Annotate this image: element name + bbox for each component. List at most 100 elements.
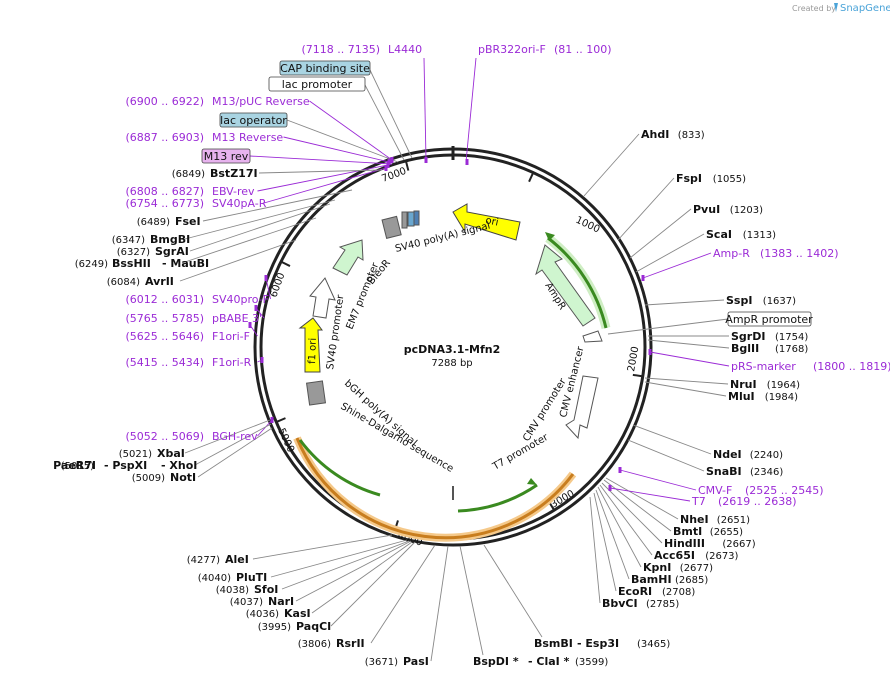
feature-box[interactable] bbox=[201, 148, 251, 164]
leader-line bbox=[593, 492, 617, 592]
site-name: BamHI bbox=[631, 573, 672, 586]
primer-marker bbox=[424, 157, 428, 163]
leader-line bbox=[629, 208, 692, 259]
primer-name: M13 Reverse bbox=[212, 131, 283, 144]
site-name: XbaI bbox=[157, 447, 185, 460]
site-name: FseI bbox=[175, 215, 201, 228]
primer-name: T7 bbox=[691, 495, 706, 508]
ampr-promoter-feature[interactable] bbox=[582, 330, 603, 343]
site-name: NruI bbox=[730, 378, 757, 391]
primer-coord: (1800 .. 1819) bbox=[813, 360, 890, 373]
primer-marker bbox=[648, 349, 652, 355]
site-name: BsmBI bbox=[534, 637, 573, 650]
leader-line bbox=[364, 84, 405, 161]
leader-line bbox=[257, 164, 389, 192]
site-coord: (1203) bbox=[730, 205, 763, 216]
primer-name: SV40pro-F bbox=[212, 293, 269, 306]
site-name: SfoI bbox=[254, 583, 278, 596]
site-coord: (2708) bbox=[662, 587, 695, 598]
inner-green-arrow-head bbox=[527, 478, 537, 485]
site-name: AhdI bbox=[641, 128, 669, 141]
sv40-polya-feature[interactable] bbox=[381, 215, 402, 240]
leader-line bbox=[295, 540, 412, 602]
leader-line bbox=[309, 100, 393, 161]
leader-line bbox=[258, 169, 383, 174]
f1-ori-feature[interactable] bbox=[298, 317, 323, 373]
leader-line bbox=[184, 199, 336, 240]
ampr-promoter-box[interactable] bbox=[727, 311, 812, 327]
primer-coord: (6012 .. 6031) bbox=[125, 293, 204, 306]
feature-box[interactable] bbox=[219, 112, 288, 128]
site-name: PaeR7I bbox=[53, 459, 96, 472]
ori-label: ori bbox=[484, 215, 499, 228]
tick-label: 2000 bbox=[626, 346, 641, 373]
credit-text: Created by bbox=[792, 4, 836, 13]
site-name: NheI bbox=[680, 513, 709, 526]
site-coord: (6347) bbox=[112, 235, 145, 246]
leader-line bbox=[369, 69, 413, 159]
primer-marker bbox=[465, 159, 469, 165]
primer-coord: (2525 .. 2545) bbox=[745, 484, 824, 497]
primer-name: SV40pA-R bbox=[212, 197, 267, 210]
ori-feature[interactable] bbox=[452, 203, 521, 241]
sv40-promoter-feature[interactable] bbox=[309, 277, 336, 319]
site-name: AleI bbox=[225, 553, 249, 566]
primer-coord: (1383 .. 1402) bbox=[760, 247, 839, 260]
leader-line bbox=[583, 133, 640, 197]
leader-line bbox=[601, 482, 663, 544]
site-coord: (1984) bbox=[765, 392, 798, 403]
primer-coord: (2619 .. 2638) bbox=[718, 495, 797, 508]
site-coord: (3465) bbox=[637, 639, 670, 650]
primer-marker bbox=[248, 322, 252, 328]
feature-box[interactable] bbox=[279, 60, 371, 76]
site-name: BglII bbox=[731, 342, 759, 355]
primer-name: M13/pUC Reverse bbox=[212, 95, 310, 108]
primer-name: pBR322ori-F bbox=[478, 43, 546, 56]
leader-line bbox=[283, 136, 390, 163]
ampr-promoter-box-label: AmpR promoter bbox=[725, 313, 813, 326]
leader-line bbox=[619, 469, 697, 491]
primer-marker bbox=[386, 162, 390, 168]
site-coord: (5021) bbox=[119, 449, 152, 460]
cmv-enhancer-feature[interactable] bbox=[565, 375, 599, 440]
site-name: ScaI bbox=[706, 228, 732, 241]
snapgene-logo: SnapGene bbox=[834, 3, 890, 14]
primer-coord: (5052 .. 5069) bbox=[125, 430, 204, 443]
ampr-feature[interactable] bbox=[535, 244, 596, 327]
bgh-polya-feature[interactable] bbox=[305, 380, 327, 406]
leader-line bbox=[189, 203, 331, 252]
leader-line bbox=[647, 339, 730, 349]
site-coord: (4038) bbox=[216, 585, 249, 596]
mfn2-insert-arc bbox=[295, 437, 575, 540]
leader-line bbox=[632, 424, 712, 455]
primer-marker bbox=[618, 467, 622, 473]
site-name: MluI bbox=[728, 390, 755, 403]
leader-line bbox=[605, 477, 679, 520]
primer-coord: (6887 .. 6903) bbox=[125, 131, 204, 144]
site-name: BbvCI bbox=[602, 597, 638, 610]
leader-line bbox=[430, 545, 449, 662]
shine-dalgarno-label: Shine-Dalgarno sequence bbox=[339, 401, 456, 475]
site-name: BmgBI bbox=[150, 233, 190, 246]
primer-marker bbox=[390, 157, 394, 163]
bleor-feature[interactable] bbox=[332, 239, 364, 276]
primer-name: pRS-marker bbox=[731, 360, 796, 373]
leader-line bbox=[644, 299, 725, 306]
small-feature-2[interactable] bbox=[407, 211, 415, 227]
ampr-arc bbox=[547, 236, 608, 329]
small-feature-1[interactable] bbox=[401, 211, 408, 229]
leader-line bbox=[181, 217, 317, 264]
small-feature-3[interactable] bbox=[413, 210, 420, 226]
tick-mark bbox=[632, 373, 643, 378]
site-coord: (4040) bbox=[198, 573, 231, 584]
site-name: BspDI * bbox=[473, 655, 519, 668]
feature-box-label: M13 rev bbox=[204, 150, 249, 163]
site-name: NotI bbox=[170, 471, 196, 484]
leader-line bbox=[644, 377, 729, 385]
site-name: BstZ17I bbox=[210, 167, 258, 180]
feature-box[interactable] bbox=[268, 76, 366, 92]
snapgene-logo-icon bbox=[834, 3, 838, 12]
site-name: NdeI bbox=[713, 448, 742, 461]
